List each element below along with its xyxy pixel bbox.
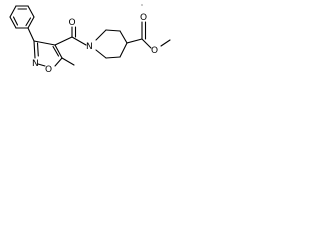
piperidine-nitrogen-label: N: [86, 42, 93, 52]
bond-methoxy: [160, 39, 171, 47]
ester-methoxy-oxygen-label: O: [151, 46, 158, 56]
isoxazole-oxygen-label: O: [45, 65, 52, 75]
ester-carbonyl-oxygen-label: O: [140, 13, 147, 23]
bond-phenyl-isoxazole: [27, 27, 35, 42]
isoxazole-ring: [33, 40, 63, 67]
molecule-structure: O N N O O O: [9, 4, 171, 75]
bond-ring-ester: [126, 38, 143, 44]
ester-carbonyl: [141, 21, 147, 40]
bond-ester-oxygen: [141, 38, 152, 49]
ketone-carbonyl: [71, 26, 77, 38]
bond-methyl: [61, 57, 75, 66]
bond-isoxazole-carbonyl: [54, 36, 73, 46]
isoxazole-nitrogen-label: N: [32, 59, 39, 69]
ketone-oxygen-label: O: [69, 18, 76, 28]
piperidine-ring: [95, 29, 128, 59]
bond-carbonyl-nitrogen: [71, 36, 87, 46]
phenyl-ring: [9, 5, 35, 29]
